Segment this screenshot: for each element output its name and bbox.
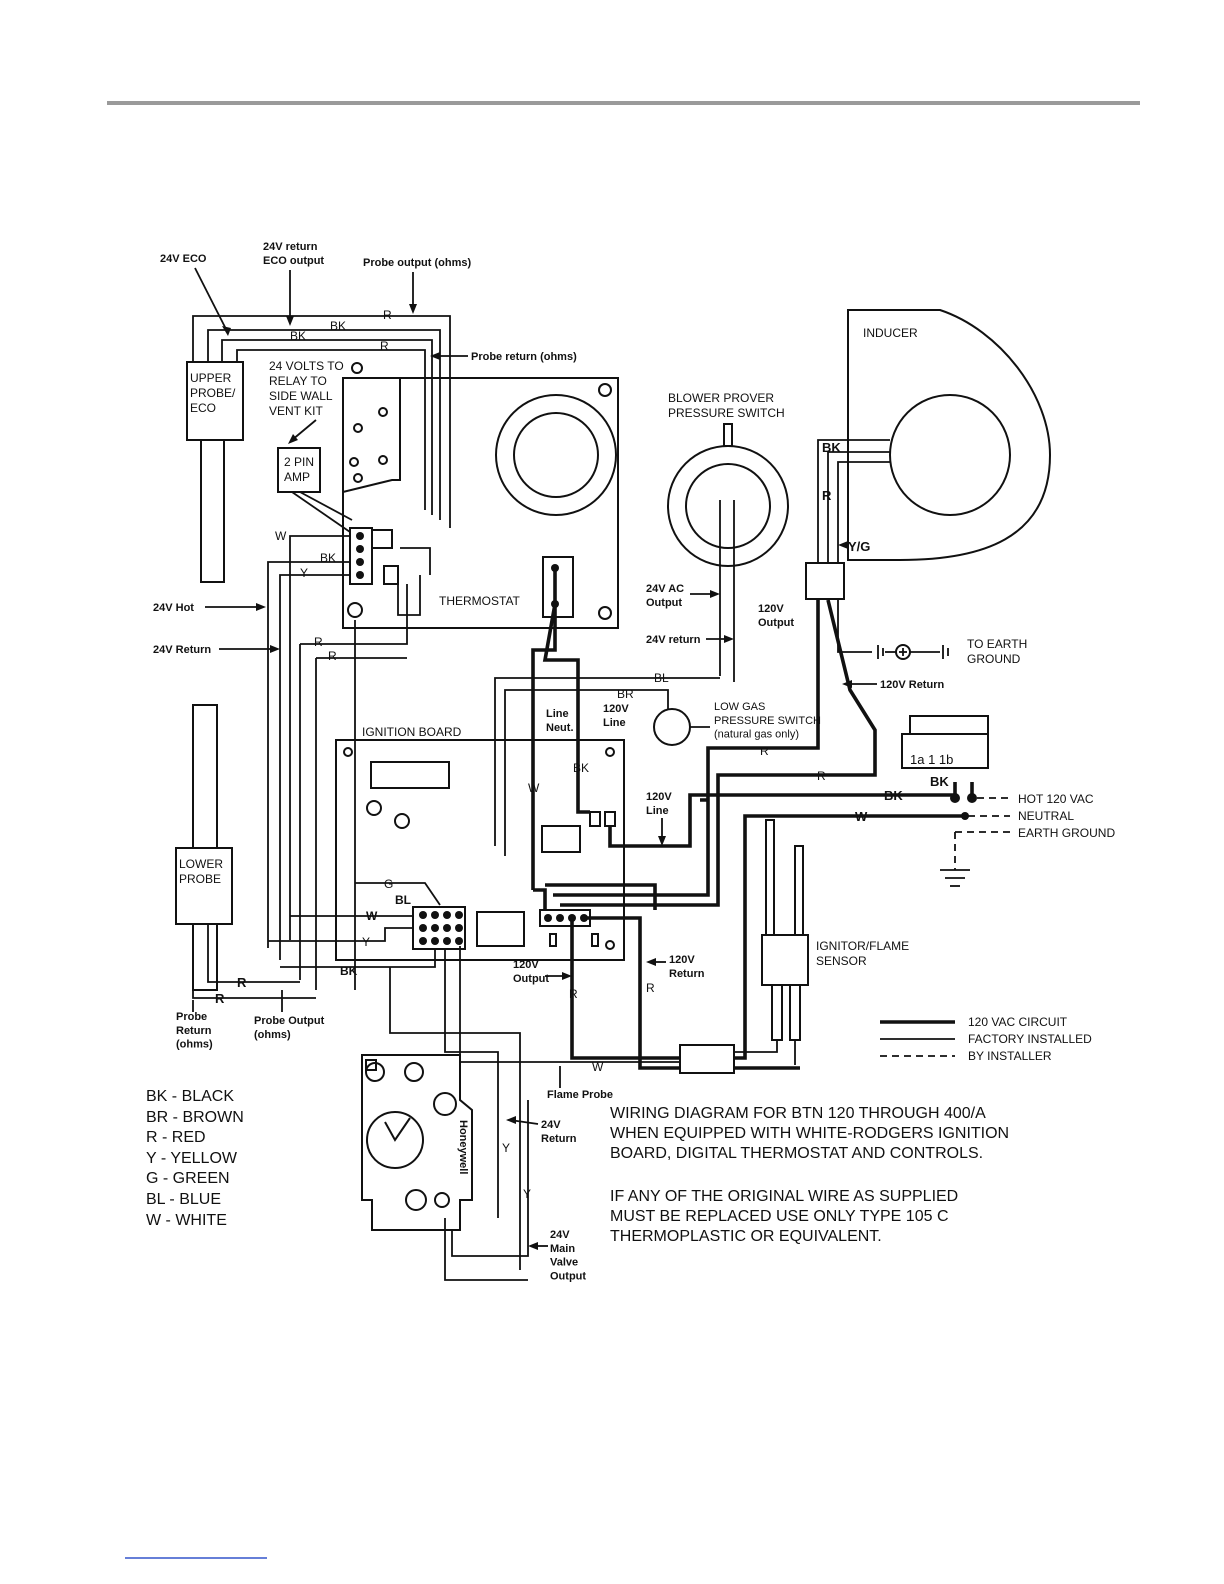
wire-label-br: BR xyxy=(617,687,634,701)
wire-label-r-top: R xyxy=(383,308,392,322)
two-pin-amp xyxy=(277,447,321,493)
wire-label-bl-board: BL xyxy=(395,893,411,907)
wire-label-r-inducer: R xyxy=(822,488,832,503)
wire-label-w-flame: W xyxy=(592,1060,604,1074)
wire-label-w-left: W xyxy=(275,529,287,543)
label-probe-output-bottom: Probe Output(ohms) xyxy=(254,1015,325,1041)
label-24v-hot: 24V Hot xyxy=(153,602,194,614)
earth-ground-symbol xyxy=(877,644,949,660)
wire-label-r-th1: R xyxy=(314,635,323,649)
wire-label-w-board-left: W xyxy=(366,909,378,923)
label-24v-return-lower: 24V return xyxy=(646,634,701,646)
wire-label-r-switch1: R xyxy=(760,744,769,758)
wire-label-bk-main: BK xyxy=(884,788,903,803)
wire-label-w-board: W xyxy=(528,781,540,795)
diagram-title: WIRING DIAGRAM FOR BTN 120 THROUGH 400/A… xyxy=(610,1105,1009,1162)
valve-brand: Honeywell xyxy=(457,1120,469,1174)
wire-label-y-valve1: Y xyxy=(502,1141,510,1155)
wire-label-bk-left: BK xyxy=(320,551,336,565)
label-24v-return: 24V Return xyxy=(153,644,211,656)
label-24v-eco: 24V ECO xyxy=(160,253,207,265)
wire-label-bk-inducer: BK xyxy=(822,440,841,455)
label-probe-return-top: Probe return (ohms) xyxy=(471,351,577,363)
wire-label-bk-board-left: BK xyxy=(340,964,358,978)
thermostat: THERMOSTAT xyxy=(342,362,619,629)
wire-label-r-th2: R xyxy=(328,649,337,663)
label-probe-output-top: Probe output (ohms) xyxy=(363,257,471,269)
wire-label-r-switch2: R xyxy=(817,769,826,783)
color-legend: BK - BLACK BR - BROWN R - RED Y - YELLOW… xyxy=(146,1088,244,1229)
wire-label-bk-top: BK xyxy=(330,319,346,333)
wire-label-r-ign2: R xyxy=(646,981,655,995)
legend-color-r: R - RED xyxy=(146,1129,206,1146)
legend-installer: BY INSTALLER xyxy=(968,1049,1052,1063)
wire-label-yg-inducer: Y/G xyxy=(848,539,870,554)
label-120v-return-top: 120V Return xyxy=(880,679,944,691)
inducer: INDUCER xyxy=(847,309,1052,561)
switch-label: 1a 1 1b xyxy=(910,752,953,767)
wire-label-bl: BL xyxy=(654,671,669,685)
power-switch: 1a 1 1b BK xyxy=(901,715,989,789)
label-flame-probe: Flame Probe xyxy=(547,1089,613,1101)
wire-label-bk-board: BK xyxy=(573,761,589,775)
ignitor-connector xyxy=(679,1044,735,1074)
gas-valve: Honeywell xyxy=(361,1054,473,1231)
thermostat-label: THERMOSTAT xyxy=(439,594,521,608)
wire-label-r-probe1: R xyxy=(237,975,247,990)
wire-label-g: G xyxy=(384,877,393,891)
wire-label-y-valve2: Y xyxy=(523,1187,531,1201)
wire-label-r-probe2: R xyxy=(215,991,225,1006)
wire-label-r-mid: R xyxy=(380,339,389,353)
legend-120vac: 120 VAC CIRCUIT xyxy=(968,1015,1068,1029)
label-hot-120vac: HOT 120 VAC xyxy=(1018,792,1094,806)
wire-label-y-board: Y xyxy=(362,935,370,949)
legend-color-y: Y - YELLOW xyxy=(146,1150,238,1167)
ignition-board-label: IGNITION BOARD xyxy=(362,725,462,739)
wire-label-bk-mid: BK xyxy=(290,329,306,343)
legend-color-g: G - GREEN xyxy=(146,1170,230,1187)
label-neutral: NEUTRAL xyxy=(1018,809,1074,823)
inducer-label: INDUCER xyxy=(863,326,918,340)
legend-factory: FACTORY INSTALLED xyxy=(968,1032,1092,1046)
inducer-connector xyxy=(805,562,845,600)
label-earth-ground: EARTH GROUND xyxy=(1018,826,1115,840)
wire-label-r-ign1: R xyxy=(569,987,578,1001)
legend-color-bl: BL - BLUE xyxy=(146,1191,221,1208)
wire-label-bk-switch: BK xyxy=(930,774,949,789)
legend-color-w: W - WHITE xyxy=(146,1212,227,1229)
wire-label-y-left: Y xyxy=(300,566,308,580)
legend-color-bk: BK - BLACK xyxy=(146,1088,234,1105)
wire-label-w-main: W xyxy=(855,809,868,824)
legend-color-br: BR - BROWN xyxy=(146,1109,244,1126)
